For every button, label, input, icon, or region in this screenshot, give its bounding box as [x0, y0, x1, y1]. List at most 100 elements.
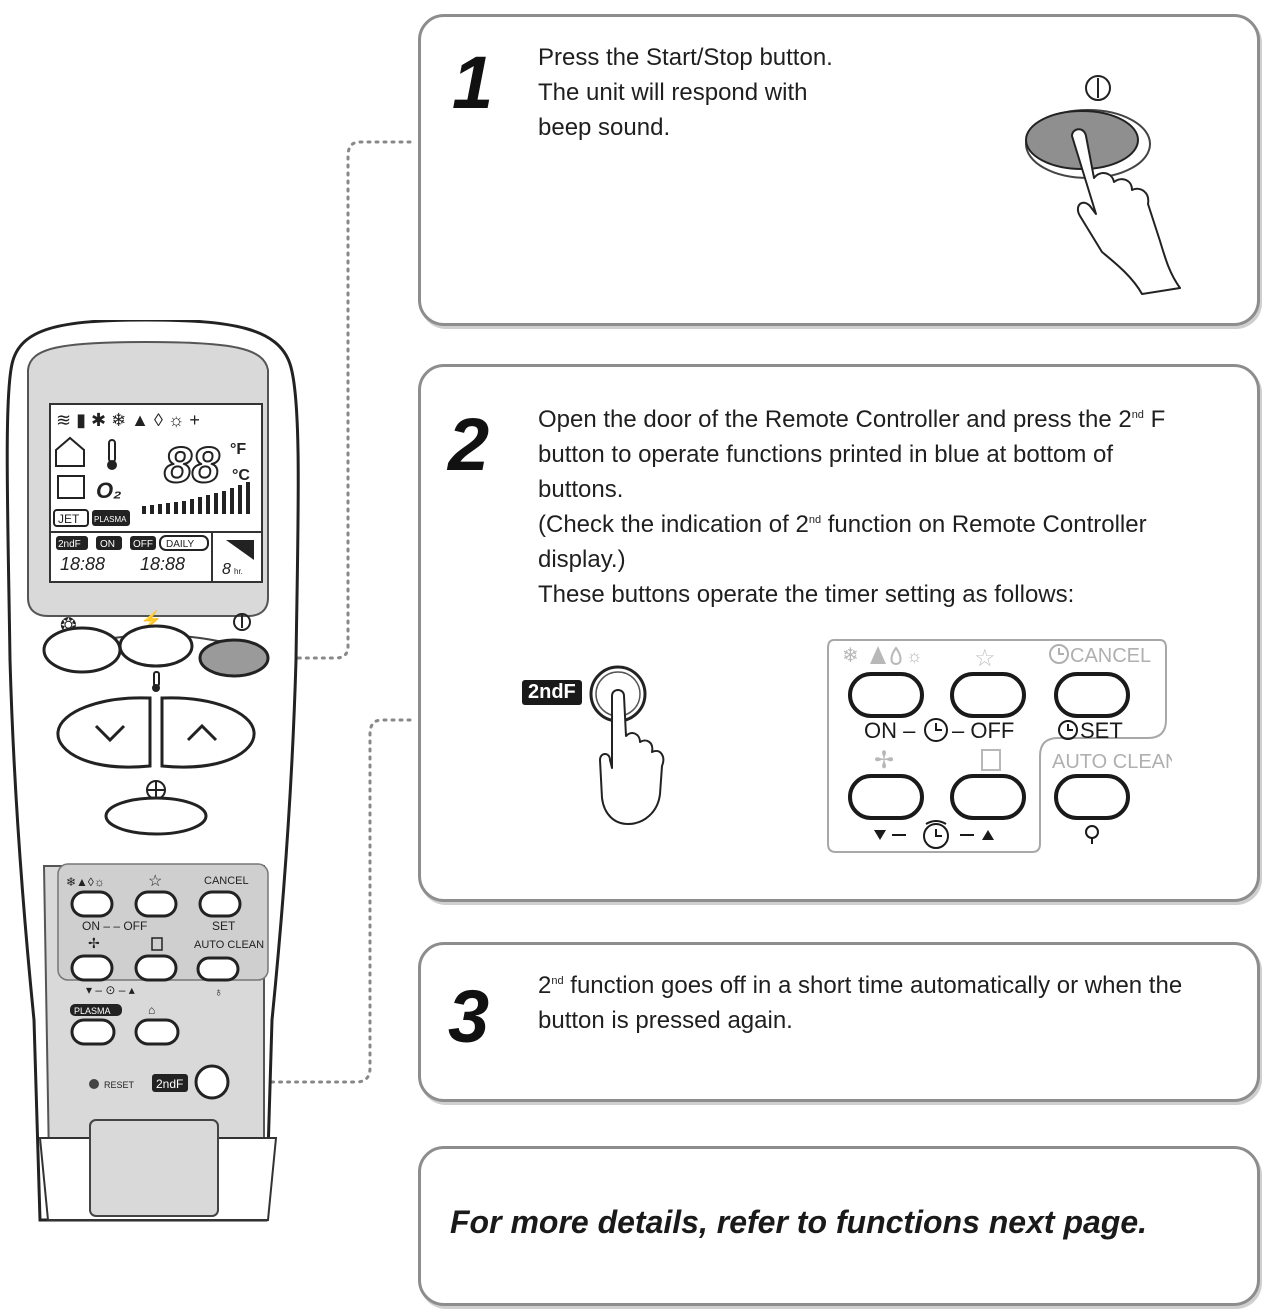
up-arrow-icon — [982, 830, 994, 840]
panel-buttons-row-2 — [848, 774, 1130, 820]
step-2-line-5: display.) — [538, 546, 626, 573]
fan-speed-icon — [146, 780, 166, 800]
thermometer-icon — [107, 439, 117, 470]
remote-mode-button — [70, 890, 114, 918]
panel-buttons-row-1 — [848, 672, 1130, 718]
home-icon — [55, 436, 85, 467]
remote-cancel-label: CANCEL — [204, 875, 249, 887]
remote-set-label: SET — [212, 919, 236, 933]
remote-star-button — [134, 890, 178, 918]
second-f-label: 2ndF — [522, 680, 582, 705]
daily-tag: DAILY — [166, 539, 194, 550]
mode-button — [848, 672, 924, 718]
on-label: ON – — [864, 718, 916, 743]
svg-text:❄: ❄ — [842, 645, 859, 667]
timer-clock-icon — [924, 718, 948, 742]
alarm-clock-icon — [923, 820, 949, 849]
remote-fan-icon: ✢ — [88, 935, 100, 951]
mode-icons: ❄ ☼ — [842, 645, 923, 667]
start-stop-remote-button — [198, 638, 270, 678]
chevron-down-icon — [94, 724, 126, 743]
up-timer-button — [950, 774, 1026, 820]
step-1-number: 1 — [452, 41, 494, 124]
second-f-press-illustration — [589, 665, 665, 825]
step-3-line-2: button is pressed again. — [538, 1007, 793, 1034]
remote-reset-label: RESET — [104, 1080, 135, 1090]
remote-plasma-label: PLASMA — [74, 1006, 111, 1016]
operation-mode-button — [118, 624, 194, 668]
chevron-up-icon — [186, 723, 218, 742]
step-1-line-1: Press the Start/Stop button. — [538, 44, 833, 71]
remote-down-timer-button — [70, 954, 114, 982]
step-3-line-1: 2nd function goes off in a short time au… — [538, 972, 1183, 999]
star-icon: ☆ — [974, 645, 996, 672]
off-label: – OFF — [952, 718, 1014, 743]
remote-auto-clean-label: AUTO CLEAN — [194, 939, 264, 951]
step-1-line-3: beep sound. — [538, 114, 671, 141]
power-icon — [233, 613, 251, 631]
auto-clean-button — [1054, 774, 1130, 820]
step-1-line-2: The unit will respond with — [538, 79, 808, 106]
second-f-tag: 2ndF — [58, 539, 81, 550]
person-icon — [57, 475, 85, 499]
step-2-line-1: Open the door of the Remote Controller a… — [538, 406, 1166, 433]
timer-button-panel: ❄ ☼ ☆ CANCEL ON – – OFF SET ✢ AUTO CLEAN — [827, 639, 1172, 853]
cancel-button — [1054, 672, 1130, 718]
remote-up-timer-button — [134, 954, 178, 982]
down-arrow-icon — [874, 830, 886, 840]
fan-icon: ✢ — [874, 747, 894, 774]
on-tag: ON — [100, 539, 115, 550]
remote-comfort-button — [134, 1018, 180, 1046]
on-time-display: 18:88 — [60, 554, 105, 574]
temp-icon — [152, 671, 160, 692]
step-3-number: 3 — [448, 975, 490, 1058]
set-clock-icon — [1058, 720, 1078, 740]
remote-second-f-label: 2ndF — [156, 1077, 183, 1091]
remote-cancel-button — [198, 890, 242, 918]
remote-auto-clean-button — [196, 956, 240, 982]
svg-text:☼: ☼ — [906, 646, 923, 666]
off-time-display: 18:88 — [140, 554, 185, 574]
lcd-status-icons: ≋ ▮ ✱ ❄ ▲ ◊ ☼ + — [56, 410, 200, 430]
svg-text:≋ ▮ ✱ ❄ ▲ ◊ ☼ +: ≋ ▮ ✱ ❄ ▲ ◊ ☼ + — [56, 410, 200, 430]
step-3-text: 2nd function goes off in a short time au… — [538, 968, 1248, 1038]
remote-mode-icons: ❄▲◊☼ — [66, 875, 105, 889]
deg-f-label: °F — [230, 441, 246, 458]
sleep-star-icon — [226, 540, 254, 560]
note-box — [418, 1146, 1260, 1306]
reset-dot-icon — [89, 1079, 99, 1089]
clock-icon — [1049, 644, 1069, 664]
step-3-box — [418, 942, 1260, 1102]
pointing-hand-icon — [599, 689, 665, 825]
star-button — [950, 672, 1026, 718]
step-1-text: Press the Start/Stop button. The unit wi… — [538, 40, 898, 145]
set-label: SET — [1080, 718, 1123, 743]
deg-c-label: °C — [232, 467, 250, 484]
down-timer-button — [848, 774, 924, 820]
display-temperature: 88 — [164, 437, 220, 493]
jet-mode-button — [42, 626, 122, 674]
jet-label: JET — [58, 512, 80, 526]
remote-bulb-icon: ♁ — [214, 985, 223, 999]
step-2-number: 2 — [448, 403, 490, 486]
pressing-hand-icon — [1071, 128, 1181, 295]
remote-plasma-button — [70, 1018, 116, 1046]
off-tag: OFF — [133, 539, 153, 550]
more-details-note: For more details, refer to functions nex… — [450, 1204, 1148, 1240]
step-2-line-2: button to operate functions printed in b… — [538, 441, 1114, 468]
step-2-text: Open the door of the Remote Controller a… — [538, 402, 1238, 612]
remote-comfort-icon: ⌂ — [148, 1003, 155, 1017]
hr-display: 8 — [222, 561, 231, 578]
start-stop-press-illustration — [1025, 75, 1181, 295]
step-2-line-6: These buttons operate the timer setting … — [538, 581, 1075, 608]
power-symbol-icon — [1085, 75, 1111, 101]
fan-speed-bars — [142, 482, 250, 514]
connector-step-2 — [226, 718, 412, 1084]
remote-star-icon: ☆ — [148, 873, 162, 890]
remote-on-off-label: ON – – OFF — [82, 919, 147, 933]
auto-clean-label: AUTO CLEAN — [1052, 751, 1172, 773]
swing-icon — [981, 749, 1001, 771]
connector-step-1 — [268, 140, 412, 660]
remote-controller: ≋ ▮ ✱ ❄ ▲ ◊ ☼ + 88 °F °C O₂ JET PLASMA 2… — [5, 320, 300, 1222]
